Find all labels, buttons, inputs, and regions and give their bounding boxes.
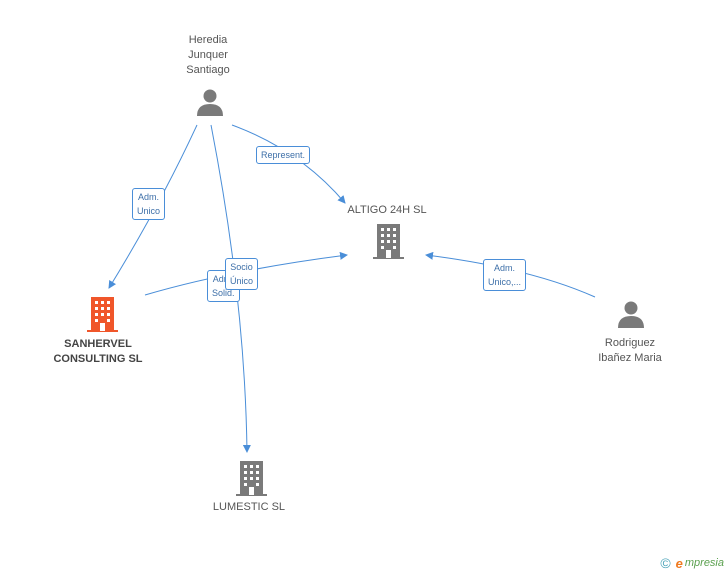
brand-name: mpresia [684, 557, 724, 569]
node-label-lumestic[interactable]: LUMESTIC SL [212, 501, 286, 513]
person-icon [197, 89, 223, 116]
person-icon [618, 301, 644, 328]
copyright-icon: © [660, 555, 671, 571]
edge-label-socio-unico[interactable]: Socio Único [225, 258, 259, 290]
edge-heredia-altigo [231, 124, 346, 204]
node-label-sanhervel[interactable]: SANHERVEL CONSULTING SL [53, 338, 143, 365]
edge-label-adm-unico-etc[interactable]: Adm. Unico,... [483, 259, 527, 291]
node-label-heredia[interactable]: Heredia Junquer Santiago [186, 34, 230, 76]
node-label-rodriguez[interactable]: Rodriguez Ibañez Maria [598, 337, 662, 364]
brand-initial: e [675, 555, 683, 571]
building-icon [236, 461, 267, 496]
building-icon [87, 297, 118, 332]
edge-label-adm-unico[interactable]: Adm. Unico [132, 188, 166, 220]
edge-label-represent[interactable]: Represent. [256, 146, 311, 164]
building-icon [373, 224, 404, 259]
node-label-altigo[interactable]: ALTIGO 24H SL [347, 204, 427, 216]
